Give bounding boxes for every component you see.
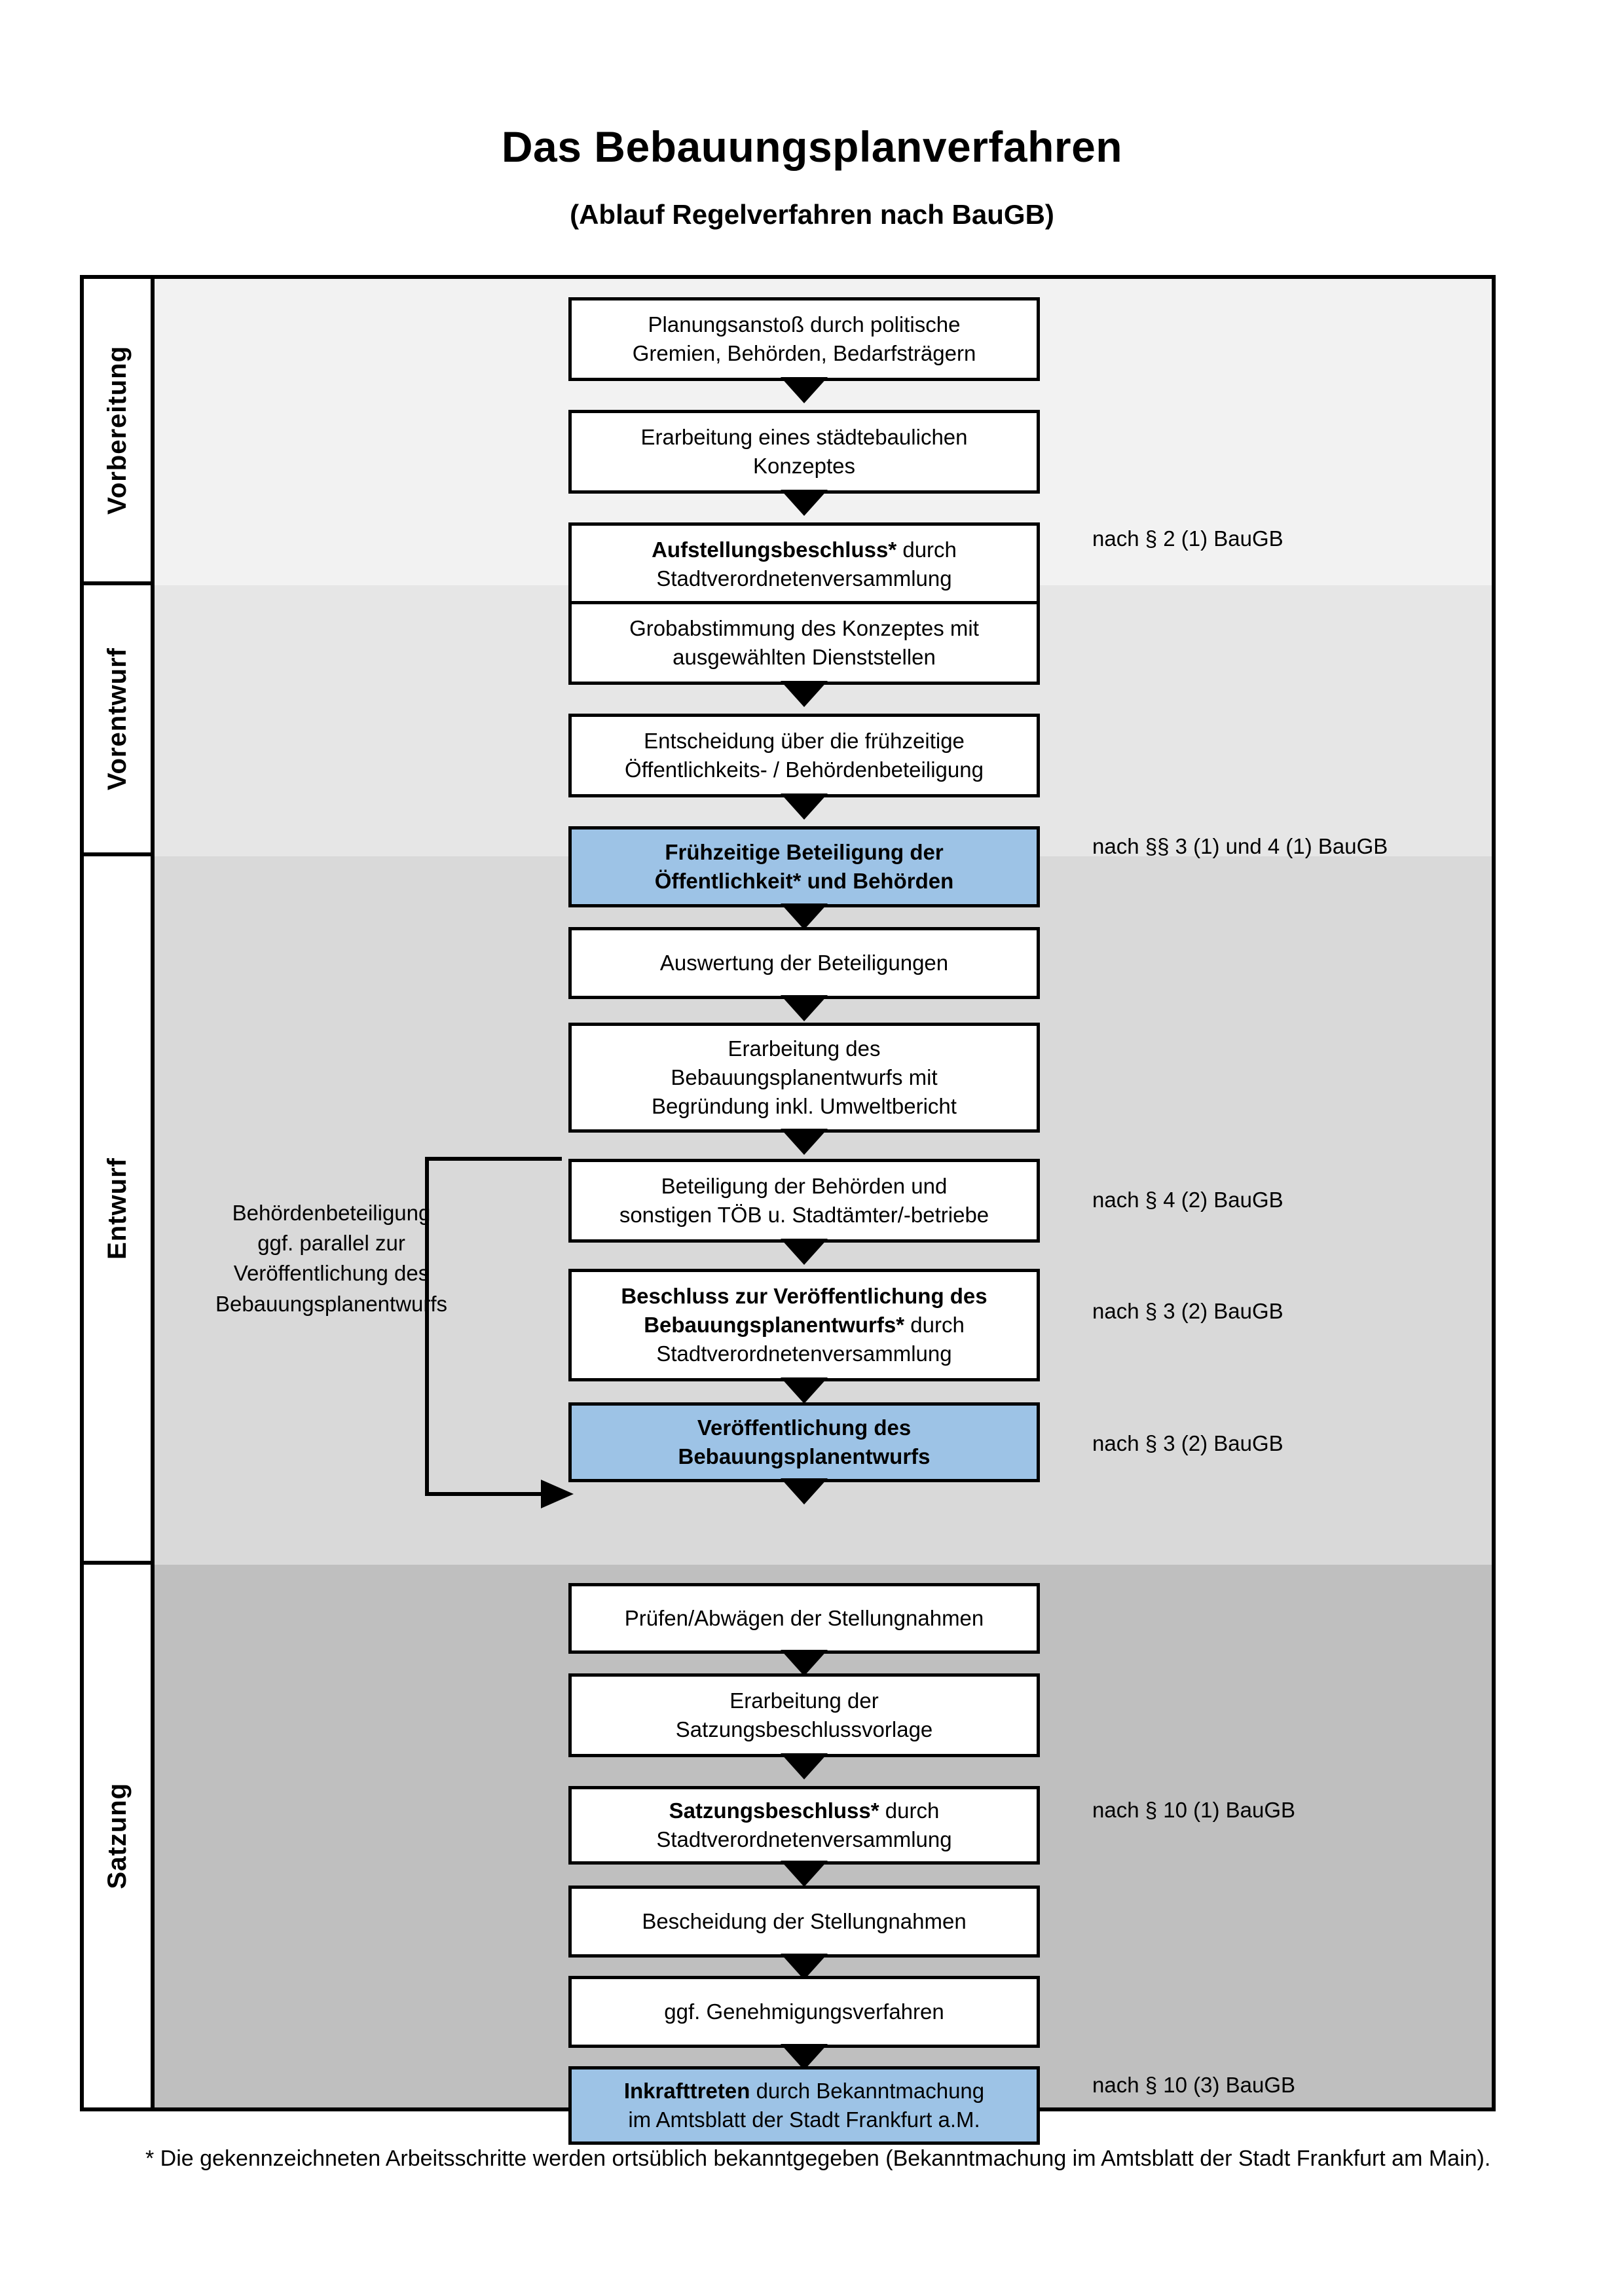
flowchart-frame: Vorbereitung Vorentwurf Entwurf Satzung … (80, 275, 1496, 2145)
footnote: * Die gekennzeichneten Arbeitsschritte w… (145, 2146, 1491, 2171)
flow-step-label: Bescheidung der Stellungnahmen (642, 1909, 967, 1934)
phase-label-vorbereitung: Vorbereitung (102, 346, 132, 515)
legal-reference-note-par4-2: nach § 4 (2) BauGB (1092, 1188, 1283, 1212)
page-title: Das Bebauungsplanverfahren (501, 122, 1123, 171)
flow-arrow-down (781, 1954, 828, 1980)
legal-reference-note-par10-1: nach § 10 (1) BauGB (1092, 1798, 1296, 1822)
phase-label-entwurf: Entwurf (102, 1157, 132, 1260)
flow-arrow-down (781, 1377, 828, 1404)
side-annotation-behoerdenbeteiligung: Behördenbeteiligung ggf. parallel zur Ve… (215, 1201, 448, 1316)
flow-arrow-down (781, 1129, 828, 1155)
flow-arrow-down (781, 1753, 828, 1779)
phase-cell-satzung: Satzung (84, 1565, 155, 2107)
flow-step-genehmigungsverfahren: ggf. Genehmigungsverfahren (568, 1976, 1040, 2048)
flow-step-label: Prüfen/Abwägen der Stellungnahmen (624, 1606, 984, 1631)
flow-arrow-down (781, 1239, 828, 1265)
phase-label-vorentwurf: Vorentwurf (102, 647, 132, 791)
phase-cell-vorentwurf: Vorentwurf (84, 585, 155, 856)
flow-arrow-down (781, 903, 828, 930)
flow-arrow-down (781, 490, 828, 516)
legal-reference-note-par3-4-1: nach §§ 3 (1) und 4 (1) BauGB (1092, 834, 1388, 858)
legal-reference-note-par2-1: nach § 2 (1) BauGB (1092, 526, 1283, 551)
flow-arrow-down (781, 1861, 828, 1887)
legal-reference-note-par3-2-b: nach § 3 (2) BauGB (1092, 1431, 1283, 1455)
title-block: Das Bebauungsplanverfahren (Ablauf Regel… (0, 122, 1624, 230)
flow-step-label: Auswertung der Beteiligungen (659, 951, 949, 975)
flow-arrow-down (781, 1650, 828, 1676)
flow-step-auswertung-beteiligungen: Auswertung der Beteiligungen (568, 927, 1040, 999)
flow-arrow-down (781, 1478, 828, 1504)
flow-arrow-down (781, 995, 828, 1021)
flow-arrow-down (781, 377, 828, 403)
legal-reference-note-par10-3: nach § 10 (3) BauGB (1092, 2073, 1296, 2097)
flow-step-bescheidung-stellungnahmen: Bescheidung der Stellungnahmen (568, 1886, 1040, 1958)
flow-step-pruefen-abwaegen: Prüfen/Abwägen der Stellungnahmen (568, 1583, 1040, 1654)
flow-arrow-down (781, 793, 828, 820)
phase-label-satzung: Satzung (102, 1783, 132, 1889)
flow-arrow-down (781, 681, 828, 707)
flow-step-label: ggf. Genehmigungsverfahren (664, 1999, 944, 2024)
legal-reference-note-par3-2-a: nach § 3 (2) BauGB (1092, 1299, 1283, 1323)
phase-label-column: Vorbereitung Vorentwurf Entwurf Satzung (84, 279, 155, 2107)
page-subtitle: (Ablauf Regelverfahren nach BauGB) (570, 199, 1054, 230)
phase-cell-vorbereitung: Vorbereitung (84, 279, 155, 585)
phase-cell-entwurf: Entwurf (84, 856, 155, 1565)
flow-arrow-down (781, 2044, 828, 2070)
